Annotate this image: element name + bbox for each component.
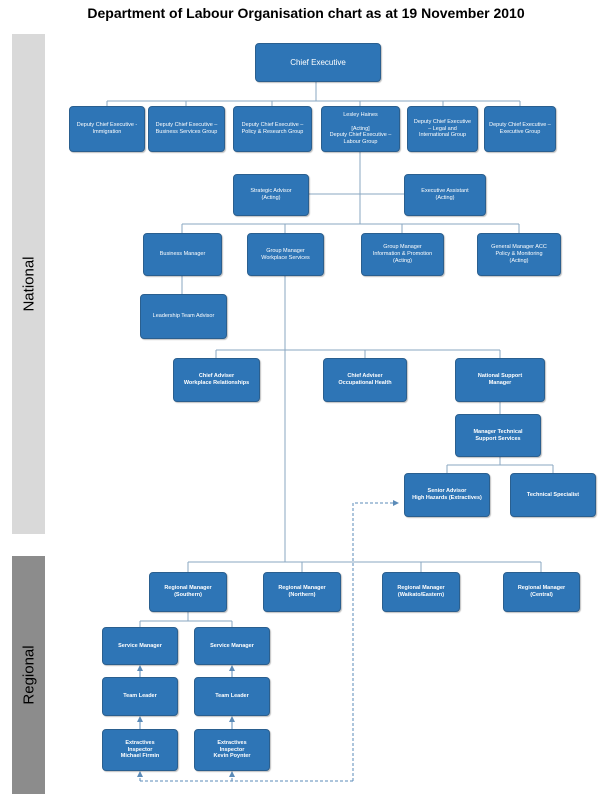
- dce-business-services-box: Deputy Chief Executive – Business Servic…: [148, 106, 225, 152]
- national-support-manager-box: National Support Manager: [455, 358, 545, 402]
- leadership-team-advisor-box: Leadership Team Advisor: [140, 294, 227, 339]
- gm-information-promotion-box: Group Manager Information & Promotion (A…: [361, 233, 444, 276]
- technical-specialist-box: Technical Specialist: [510, 473, 596, 517]
- manager-technical-support-box: Manager Technical Support Services: [455, 414, 541, 457]
- team-leader-1-box: Team Leader: [102, 677, 178, 716]
- strategic-advisor-box: Strategic Advisor (Acting): [233, 174, 309, 216]
- page-title: Department of Labour Organisation chart …: [87, 5, 525, 21]
- executive-assistant-box: Executive Assistant (Acting): [404, 174, 486, 216]
- regional-band: Regional: [12, 556, 45, 794]
- chief-adviser-workplace-box: Chief Adviser Workplace Relationships: [173, 358, 260, 402]
- business-manager-box: Business Manager: [143, 233, 222, 276]
- dce-labour-group-box: Lesley Haines [Acting] Deputy Chief Exec…: [321, 106, 400, 152]
- dce-immigration-box: Deputy Chief Executive - Immigration: [69, 106, 145, 152]
- team-leader-2-box: Team Leader: [194, 677, 270, 716]
- inspector-michael-firmin-box: Extractives Inspector Michael Firmin: [102, 729, 178, 771]
- service-manager-1-box: Service Manager: [102, 627, 178, 665]
- inspector-kevin-poynter-box: Extractives Inspector Kevin Poynter: [194, 729, 270, 771]
- rm-southern-box: Regional Manager (Southern): [149, 572, 227, 612]
- dce-legal-international-box: Deputy Chief Executive – Legal and Inter…: [407, 106, 478, 152]
- chief-adviser-occupational-health-box: Chief Adviser Occupational Health: [323, 358, 407, 402]
- national-band: National: [12, 34, 45, 534]
- rm-waikato-eastern-box: Regional Manager (Waikato/Eastern): [382, 572, 460, 612]
- service-manager-2-box: Service Manager: [194, 627, 270, 665]
- chief-executive-box: Chief Executive: [255, 43, 381, 82]
- gm-acc-policy-box: General Manager ACC Policy & Monitoring …: [477, 233, 561, 276]
- dce-policy-research-box: Deputy Chief Executive – Policy & Resear…: [233, 106, 312, 152]
- senior-advisor-high-hazards-box: Senior Advisor High Hazards (Extractives…: [404, 473, 490, 517]
- dce-executive-group-box: Deputy Chief Executive – Executive Group: [484, 106, 556, 152]
- rm-northern-box: Regional Manager (Northern): [263, 572, 341, 612]
- gm-workplace-services-box: Group Manager Workplace Services: [247, 233, 324, 276]
- rm-central-box: Regional Manager (Central): [503, 572, 580, 612]
